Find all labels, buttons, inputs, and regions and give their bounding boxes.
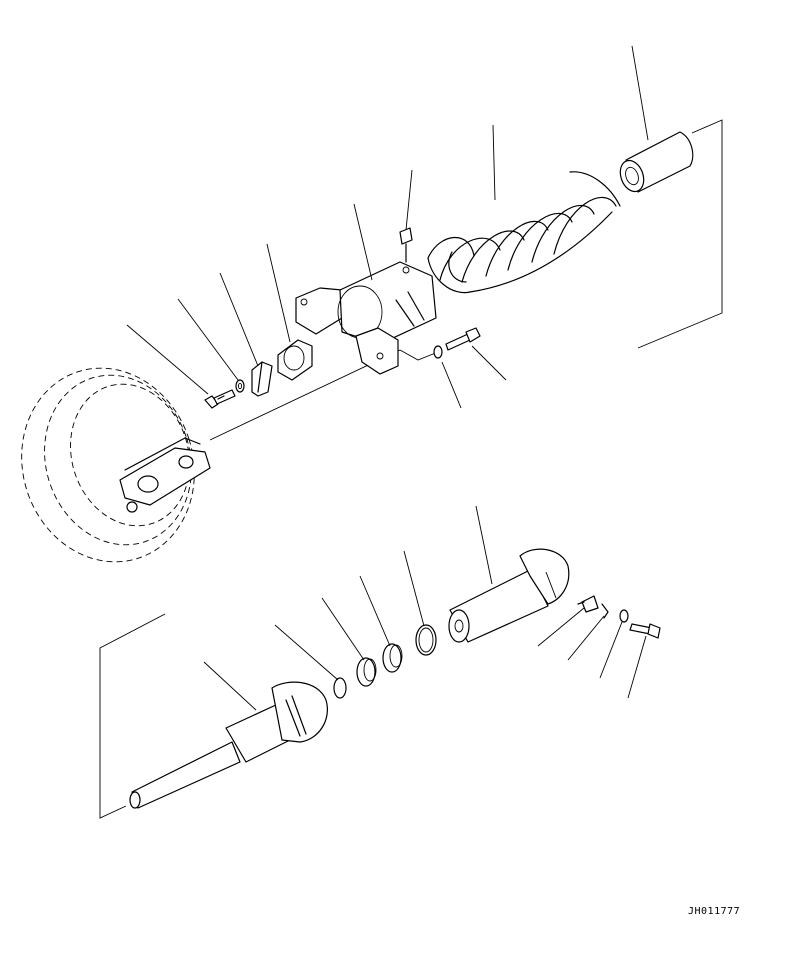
- idler-wheel: [21, 367, 211, 563]
- lock-plate: [251, 361, 273, 397]
- grease-cylinder: [448, 548, 570, 643]
- lower-assembly-frame: [99, 613, 166, 819]
- snap-ring: [333, 677, 347, 699]
- valve-clip: [601, 603, 609, 619]
- seal-ring-3: [415, 624, 437, 656]
- drawing-code: JH011777: [688, 906, 741, 917]
- leader-lines: [126, 45, 649, 711]
- piston-rod: [129, 681, 328, 809]
- seal-ring-2: [382, 643, 403, 673]
- grease-valve: [577, 595, 599, 613]
- washer-right: [433, 345, 443, 359]
- washer-left: [235, 379, 245, 393]
- recoil-spring: [427, 171, 621, 294]
- washer-lower: [619, 609, 629, 623]
- bushing: [619, 131, 694, 193]
- hex-nut: [277, 339, 313, 381]
- hex-bolt-right: [445, 327, 481, 351]
- grease-nipple: [399, 227, 413, 263]
- hex-bolt-lower: [629, 623, 661, 639]
- seal-ring-1: [356, 657, 377, 687]
- hex-bolt-left: [204, 389, 236, 409]
- yoke-cylinder: [295, 261, 437, 375]
